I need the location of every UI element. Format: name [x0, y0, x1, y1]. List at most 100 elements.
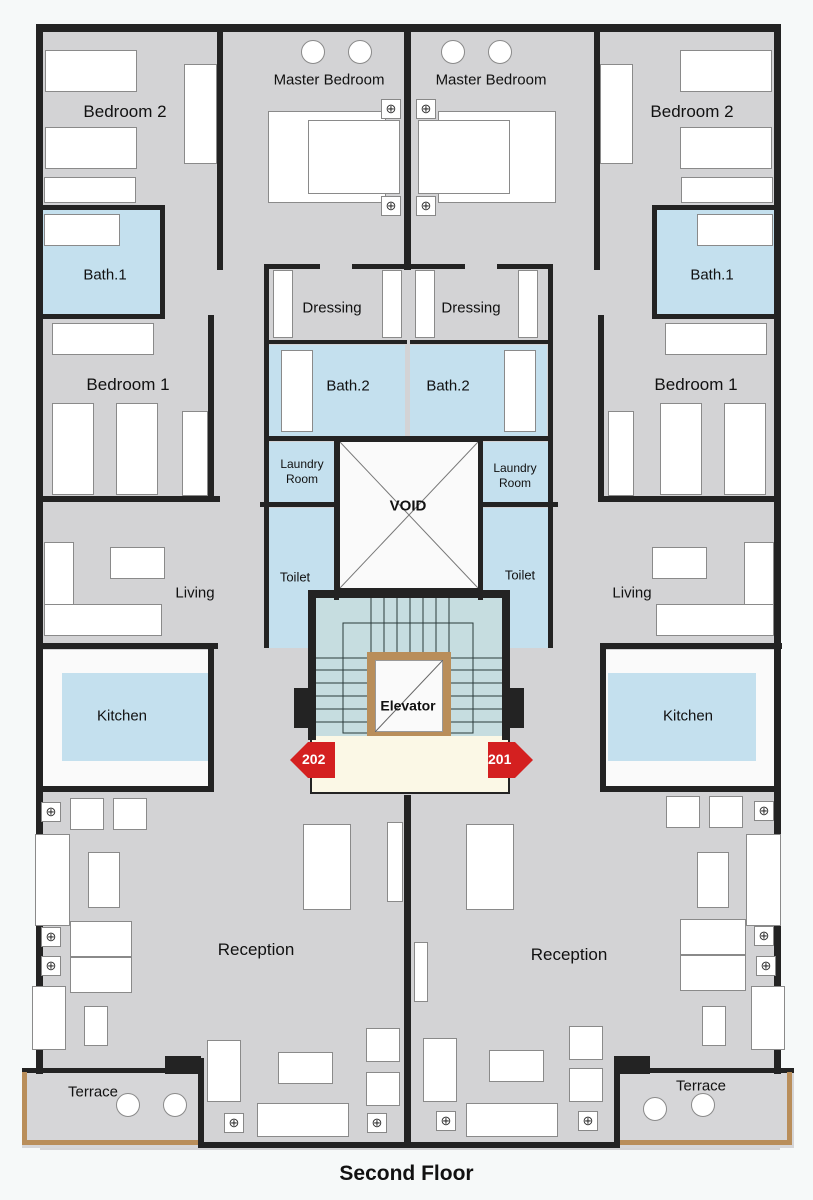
left-terrace-railing: [22, 1140, 198, 1145]
left-b2-wardrobe: [44, 177, 136, 203]
right-terrace-chair-2: [691, 1093, 715, 1117]
right-master-chair-1: [441, 40, 465, 64]
left-bedroom1-bottom: [40, 496, 220, 502]
stair-wall-top: [308, 590, 510, 598]
right-terrace-label: Terrace: [675, 1077, 727, 1095]
left-recep-table: [88, 852, 120, 908]
left-bedroom1-right: [208, 315, 214, 500]
central-wall: [404, 30, 411, 270]
right-toilet-wall: [478, 440, 483, 600]
left-b2-bed-2: [45, 127, 137, 169]
left-recep-table-bottom: [278, 1052, 333, 1084]
right-toilet-label: Toilet: [504, 567, 536, 583]
right-recep-chair-v: [423, 1038, 457, 1102]
left-bath2-top: [264, 340, 407, 344]
left-recep-sofa-v: [35, 834, 70, 926]
lamp-icon: ⊕: [416, 99, 436, 119]
left-bedroom1-label: Bedroom 1: [86, 375, 170, 394]
unit-201-marker-icon: [488, 742, 533, 778]
left-dining-table: [303, 824, 351, 910]
left-b2-master-wall: [217, 30, 223, 270]
left-master-chair-1: [301, 40, 325, 64]
right-terrace-railing: [620, 1140, 792, 1145]
right-recep-table-bottom: [489, 1050, 544, 1082]
right-core-wall: [548, 264, 553, 648]
right-master-bed-spread: [418, 120, 510, 194]
right-bath1-label: Bath.1: [690, 266, 734, 284]
left-terrace-chair-1: [116, 1093, 140, 1117]
stair-wall-right: [502, 590, 510, 740]
lamp-icon: ⊕: [381, 99, 401, 119]
left-b2-desk: [184, 64, 217, 164]
void-cross-icon: [340, 442, 478, 588]
left-bath2-label: Bath.2: [326, 377, 370, 395]
elevator-label: Elevator: [380, 697, 436, 714]
left-dressing-label: Dressing: [302, 299, 362, 317]
lamp-icon: ⊕: [578, 1111, 598, 1131]
void-label: VOID: [389, 497, 427, 515]
right-bedroom1-left: [598, 315, 604, 500]
left-kitchen-top: [36, 643, 218, 649]
left-recep-armchair-1: [70, 798, 104, 830]
right-terrace-left: [614, 1058, 620, 1148]
unit-201-number: 201: [488, 751, 512, 767]
unit-202-number: 202: [302, 751, 326, 767]
right-recep-sofa-v: [746, 834, 781, 926]
right-recep-armchair-4: [569, 1068, 603, 1102]
left-dressing-wardrobe-2: [382, 270, 402, 338]
right-recep-sofa-bottom: [466, 1103, 558, 1137]
right-tv-unit: [414, 942, 428, 1002]
outer-wall-left: [36, 24, 43, 1074]
left-recep-armchair-3: [366, 1028, 400, 1062]
right-bath1-wall-b: [652, 314, 777, 319]
left-living-table: [110, 547, 165, 579]
right-recep-loveseat-2: [680, 955, 746, 991]
right-bedroom1-bottom: [598, 496, 778, 502]
lamp-icon: ⊕: [367, 1113, 387, 1133]
right-bath1-tub: [697, 214, 773, 246]
right-b1-bed-2: [724, 403, 766, 495]
left-recep-armchair-2: [113, 798, 147, 830]
right-kitchen-label: Kitchen: [662, 707, 714, 725]
bath2-bottom: [264, 436, 553, 441]
left-b1-wardrobe: [182, 411, 208, 496]
left-kitchen-label: Kitchen: [96, 707, 148, 725]
left-terrace-top: [22, 1068, 202, 1073]
left-b1-bed-2: [116, 403, 158, 495]
right-bath1-wall-v: [652, 205, 657, 317]
left-recep-side-table: [84, 1006, 108, 1046]
lamp-icon: ⊕: [754, 801, 774, 821]
right-stair-pier: [508, 688, 524, 728]
left-kitchen-bottom: [36, 786, 214, 792]
left-laundry-area: [266, 442, 336, 502]
left-recep-armchair-4: [366, 1072, 400, 1106]
central-wall-lower: [404, 795, 411, 1147]
lamp-icon: ⊕: [436, 1111, 456, 1131]
left-b1-bed-1: [52, 403, 94, 495]
right-kitchen-left: [600, 643, 606, 791]
left-dressing-wardrobe-1: [273, 270, 293, 338]
left-terrace-right: [198, 1058, 204, 1148]
left-recep-loveseat-2: [70, 957, 132, 993]
right-recep-side-table: [702, 1006, 726, 1046]
outer-wall-top: [40, 24, 780, 32]
right-b2-bed-1: [680, 50, 772, 92]
left-terrace-pier: [165, 1056, 201, 1074]
right-recep-armchair-3: [569, 1026, 603, 1060]
elevator-diagonal-icon: [375, 660, 443, 732]
plan-title: Second Floor: [339, 1162, 474, 1185]
right-dressing-label: Dressing: [441, 299, 501, 317]
right-reception-label: Reception: [530, 945, 608, 964]
right-dressing-wardrobe-1: [415, 270, 435, 338]
right-laundry-area: [482, 442, 552, 502]
right-bath2-tub: [504, 350, 536, 432]
left-living-label: Living: [175, 584, 215, 602]
lamp-icon: ⊕: [416, 196, 436, 216]
left-dressing-top: [265, 264, 320, 269]
right-terrace-top: [618, 1068, 794, 1073]
left-reception-label: Reception: [217, 940, 295, 959]
right-dining-table: [466, 824, 514, 910]
left-bath1-tub: [44, 214, 120, 246]
right-terrace-pier: [614, 1056, 650, 1074]
left-core-wall: [264, 264, 269, 648]
